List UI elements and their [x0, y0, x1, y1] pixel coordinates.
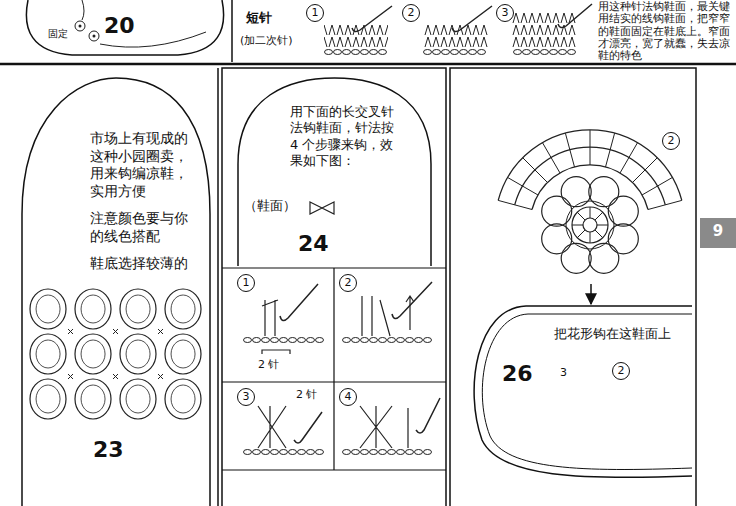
node-text: 26: [502, 360, 533, 388]
stitch: [360, 406, 408, 448]
step-number: 3: [237, 388, 255, 406]
step-number: 2: [402, 4, 420, 22]
outline-path: [22, 78, 210, 506]
flower-ornament: [75, 21, 85, 31]
instruction-note: 用这种针法钩鞋面，最关键用结实的线钩鞋面，把窄窄的鞋面固定在鞋底上。窄面才漂亮，…: [598, 1, 732, 63]
joining-stitch: [68, 329, 163, 379]
sandal-outline: 固定 20: [22, 0, 228, 58]
step-number: 2: [339, 274, 357, 292]
crochet-hook: [452, 6, 492, 32]
page-tab: 9: [700, 218, 736, 248]
chain-row: [243, 336, 324, 344]
bow-icon: [310, 202, 334, 214]
stitch-rows: [324, 24, 388, 48]
flower-ornament: [93, 35, 96, 38]
outline-path: [26, 0, 223, 55]
stitch-note: (加二次针): [240, 34, 293, 48]
flower-petal: [589, 177, 619, 207]
flower-ornament: [79, 25, 82, 28]
step-number: 4: [339, 388, 357, 406]
flower-center: [583, 218, 597, 232]
arrow-connector: [590, 284, 592, 304]
flower-ring: [566, 201, 614, 249]
step-grid: [222, 268, 446, 470]
chain-row: [342, 336, 432, 344]
frame-rule: [0, 63, 736, 66]
flower-petal: [608, 196, 638, 226]
outline-path: [238, 78, 431, 266]
node-text: 注意颜色要与你的线色搭配: [90, 210, 190, 245]
crochet-hook: [558, 4, 592, 28]
node-text: 鞋底选择较薄的: [90, 255, 200, 273]
step-number: 1: [306, 4, 324, 22]
flower-spoke: [572, 207, 608, 243]
stitch: [258, 406, 286, 448]
sole-outline: 市场上有现成的这种小园圈卖，用来钩编凉鞋，实用方便注意颜色要与你的线色搭配鞋底选…: [18, 74, 214, 506]
crochet-hook: [392, 282, 432, 319]
panel-frame: [450, 68, 696, 506]
crochet-hook: [280, 284, 318, 321]
step-number: 1: [237, 274, 255, 292]
fan-arc: [498, 130, 682, 210]
fan-stitch: [498, 130, 682, 210]
stitch-name: 短针: [246, 10, 272, 26]
stitch-rows: [512, 12, 576, 48]
stitch-count: 2 针: [296, 388, 318, 402]
flower-petal: [561, 243, 591, 273]
flower-petal: [542, 224, 572, 254]
shoe-upper: 把花形钩在这鞋面上 26 3 2: [462, 304, 692, 489]
flower-petal: [589, 243, 619, 273]
node-text: 市场上有现成的这种小园圈卖，用来钩编凉鞋，实用方便: [90, 130, 190, 200]
ring-inner: [36, 295, 195, 413]
upper-outline-outline: [232, 74, 437, 266]
flower-petal: [561, 177, 591, 207]
crochet-hook: [294, 412, 322, 443]
chain-row: [423, 48, 486, 56]
node-text: 固定: [48, 28, 68, 41]
figure-number: 24: [298, 230, 329, 258]
frame-rule: [231, 0, 233, 62]
flower-motif: 2: [490, 95, 700, 284]
outline-path: [482, 314, 692, 469]
crochet-hook: [416, 398, 440, 433]
crochet-hook: [352, 6, 392, 32]
upper-outline: 用下面的长交叉针法钩鞋面，针法按 4 个步骤来钩，效果如下图： （鞋面）24: [232, 74, 437, 266]
node-text: （鞋面）: [244, 198, 296, 214]
stitch: [262, 300, 290, 354]
flower-petal: [608, 224, 638, 254]
outline-path: [474, 306, 692, 477]
flower-ornament: [89, 31, 99, 41]
node-text: 2: [662, 132, 680, 150]
panel-frame: [222, 68, 446, 506]
chain-row: [513, 48, 576, 56]
stitch-rows: [424, 24, 488, 48]
chain-row: [243, 448, 324, 456]
stitch-count: 2 针: [258, 358, 280, 372]
panel-frame: [217, 68, 219, 506]
figure-number: 23: [93, 436, 124, 464]
flower-ring: [572, 207, 608, 243]
flower-petal: [542, 196, 572, 226]
node-text: 3: [560, 366, 567, 380]
node-text: 把花形钩在这鞋面上: [554, 326, 690, 342]
figure-number: 20: [104, 12, 135, 40]
sandal-strap: [82, 0, 206, 47]
step-number: 3: [496, 4, 514, 22]
chain-row: [324, 48, 387, 56]
figure-number: 9: [700, 218, 736, 244]
node-text: 用下面的长交叉针法钩鞋面，针法按 4 个步骤来钩，效果如下图：: [290, 104, 402, 169]
stitch: [362, 296, 414, 336]
chain-row: [342, 448, 432, 456]
node-text: 2: [612, 362, 630, 380]
